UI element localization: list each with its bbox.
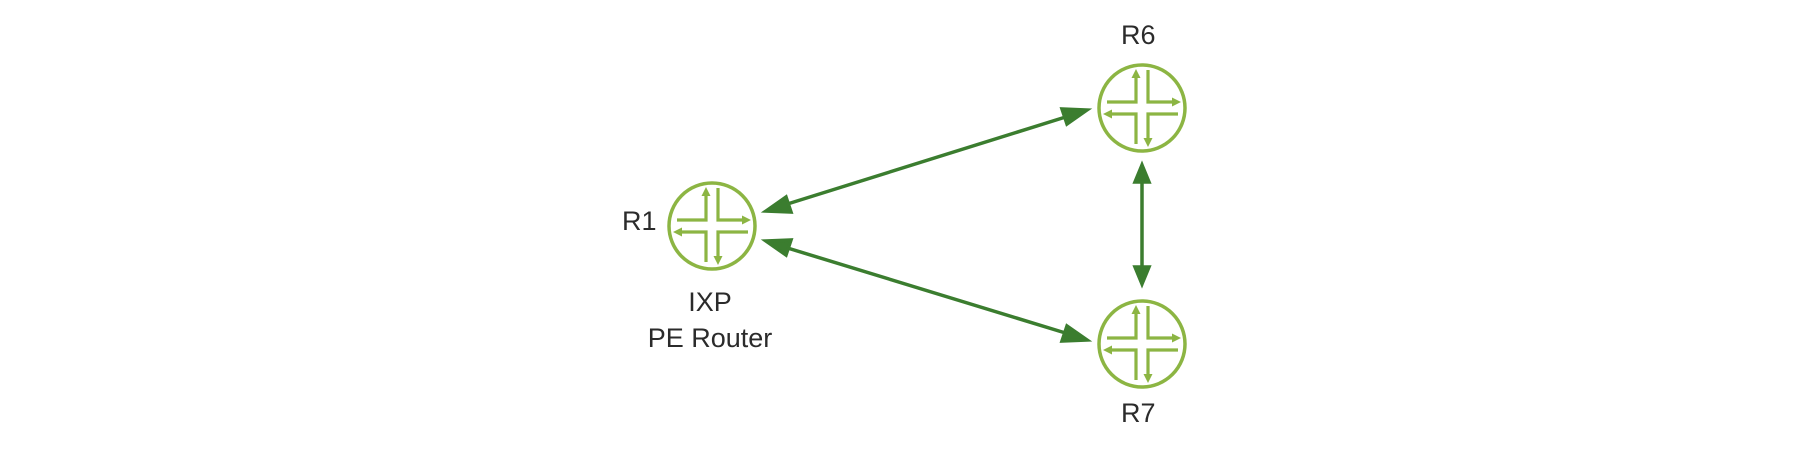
- link-r1-r7: [760, 238, 1093, 343]
- router-label-r7: R7: [1121, 398, 1156, 428]
- router-icon[interactable]: [667, 181, 757, 271]
- router-icon[interactable]: [1097, 299, 1187, 389]
- links: [760, 107, 1152, 343]
- router-label-r6: R6: [1121, 20, 1156, 50]
- router-caption-r1: IXP PE Router: [620, 284, 800, 356]
- caption-line-1: IXP: [688, 287, 732, 317]
- link-r6-r7: [1132, 160, 1152, 289]
- router-icon[interactable]: [1097, 63, 1187, 153]
- caption-line-2: PE Router: [647, 323, 773, 353]
- link-r1-r6: [760, 107, 1093, 214]
- router-label-r1: R1: [622, 206, 657, 236]
